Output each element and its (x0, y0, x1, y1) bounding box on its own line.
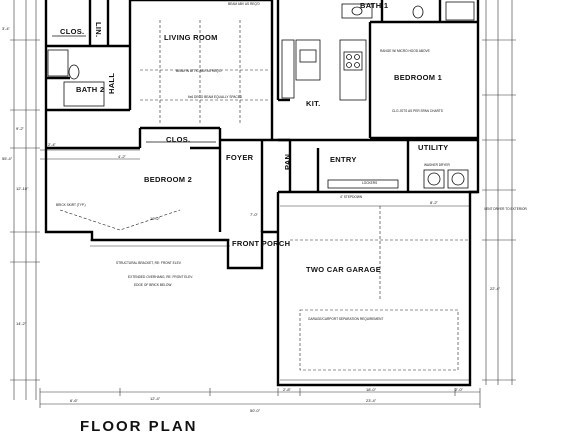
foyer-label: FOYER (226, 153, 254, 162)
dim-label: 8'-2" (430, 200, 439, 205)
dim-label: 3'-4" (2, 26, 11, 31)
note-brick-skirt: BRICK SKIRT (TYP.) (56, 203, 86, 207)
hall-label: HALL (107, 73, 116, 94)
toilet (68, 64, 80, 80)
dim-label: 2'-0" (455, 387, 464, 392)
note-deco-beam: 6x6 DECO BEAM EQUALLY SPACED (188, 95, 243, 99)
note-lockers: LOCKERS (362, 181, 377, 185)
walls (44, 0, 480, 387)
note-beam: BEAM ABV AS REQ'D (228, 2, 260, 6)
sink (299, 49, 317, 63)
note-stepdown: 4" STEPDOWN (340, 195, 363, 199)
dim-label: 9'-2" (16, 126, 25, 131)
note-overhang: EXTENDED OVERHANG, RE: FRONT ELEV. (128, 275, 193, 279)
garage-label: TWO CAR GARAGE (306, 265, 381, 274)
note-structural: STRUCTURAL BRACKET, RE: FRONT ELEV. (116, 261, 182, 265)
closet-label-mid: CLOS. (166, 135, 190, 144)
dim-label: 23'-4" (366, 398, 377, 403)
pantry-label: PAN. (283, 151, 292, 170)
dim-label: 2'-4" (48, 142, 57, 147)
beam-lines (59, 20, 470, 371)
fixtures (47, 1, 475, 189)
entry-label: ENTRY (330, 155, 357, 164)
note-span: CLG JSTS AS PER SPAN CHARTS (392, 109, 443, 113)
dim-label: 6'-6" (70, 398, 79, 403)
page-title: FLOOR PLAN (80, 418, 198, 432)
vanity (341, 3, 373, 19)
bathtub (63, 81, 105, 107)
dim-label: 2'-8" (283, 387, 292, 392)
dim-label: 12'-10" (16, 186, 29, 191)
closet-label: CLOS. (60, 27, 84, 36)
bath1-label: BATH 1 (360, 1, 388, 10)
note-range: RANGE W/ MICRO HOOD ABOVE (380, 49, 430, 53)
notes: BEAM ABV AS REQ'D RANGE W/ MICRO HOOD AB… (56, 2, 528, 321)
kitchen-counter (281, 39, 295, 99)
range (343, 51, 363, 71)
dim-label: 19'-2" (150, 216, 161, 221)
dim-label: 12'-4" (150, 396, 161, 401)
bedroom2-label: BEDROOM 2 (144, 175, 192, 184)
bedroom1-label: BEDROOM 1 (394, 73, 442, 82)
kitchen-label: KIT. (306, 99, 321, 108)
dim-label: 55'-4" (2, 156, 13, 161)
dim-label: 4'-2" (118, 154, 127, 159)
dim-label: 50'-0" (250, 408, 261, 413)
dim-label: 14'-2" (16, 321, 27, 326)
note-vent: VENT DRYER TO EXTERIOR (484, 207, 528, 211)
dim-label: 18'-0" (366, 387, 377, 392)
note-attic: BEAM IN ATTIC ABV AS REQ'D (176, 69, 222, 73)
washer (423, 169, 445, 189)
dryer (447, 169, 469, 189)
note-washer-dryer: WASHER DRYER (424, 163, 451, 167)
linen-label: LIN. (94, 22, 103, 37)
dimension-lines (10, 0, 516, 408)
dimension-labels: 3'-4" 2'-4" 4'-2" 7'-0" 8'-2" 12'-4" 19'… (2, 26, 501, 413)
dim-label: 7'-0" (250, 212, 259, 217)
note-separation: GARAGE/CARPORT SEPARATION REQUIREMENT (308, 317, 383, 321)
bath2-label: BATH 2 (76, 85, 104, 94)
dim-label: 22'-4" (490, 286, 501, 291)
living-room-label: LIVING ROOM (164, 33, 218, 42)
lockers (327, 179, 399, 189)
room-labels: CLOS. LIN. LIVING ROOM BATH 1 BATH 2 HAL… (60, 1, 448, 274)
note-brick: EDGE OF BRICK BELOW (134, 283, 171, 287)
front-porch-label: FRONT PORCH (232, 239, 290, 248)
utility-label: UTILITY (418, 143, 448, 152)
